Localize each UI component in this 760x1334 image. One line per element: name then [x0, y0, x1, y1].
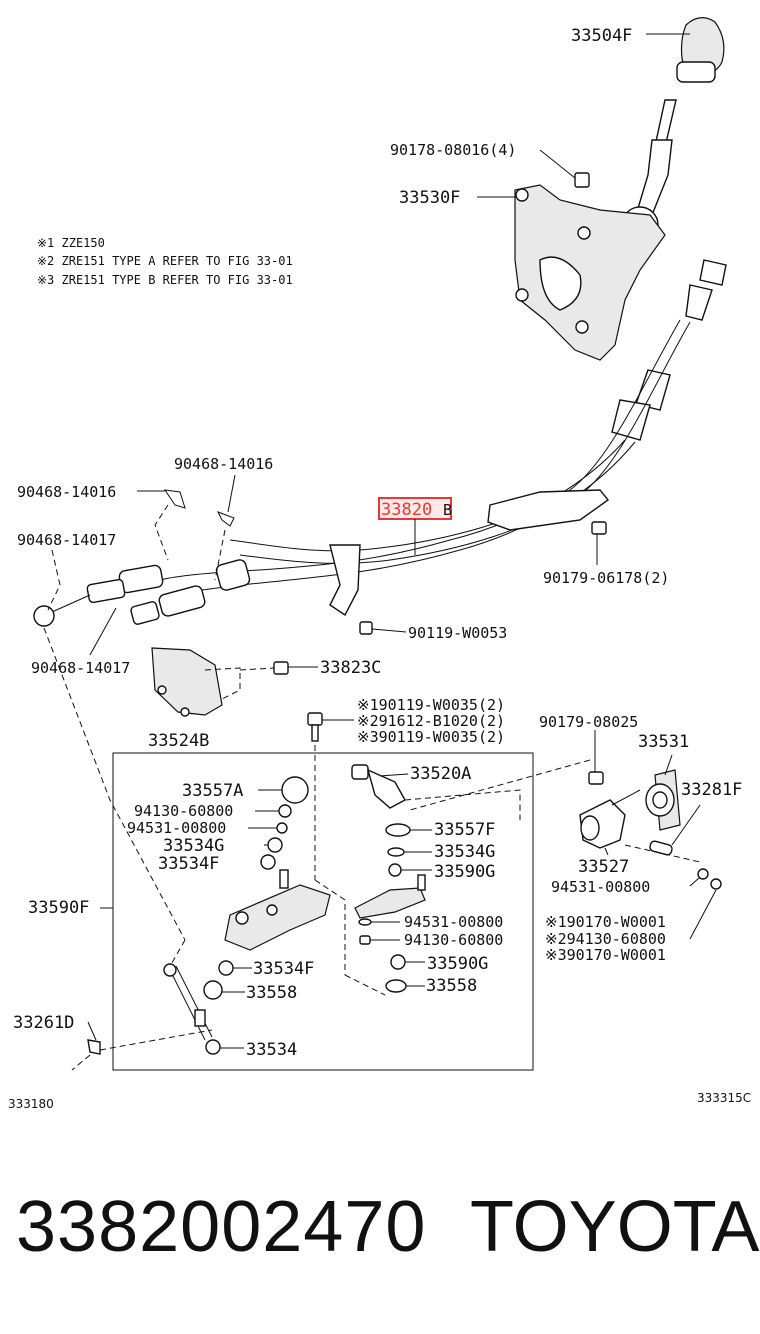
label-bush-558-right[interactable]: 33558: [426, 976, 477, 996]
brand-caption: TOYOTA: [470, 1187, 760, 1267]
label-var-6[interactable]: ※390170-W0001: [545, 946, 666, 964]
shift-bracket-part: [514, 184, 666, 361]
label-bush-590g-1[interactable]: 33590G: [434, 862, 495, 882]
label-bush-g-left[interactable]: 33534G: [163, 836, 224, 856]
label-bolt-c[interactable]: 33823C: [320, 658, 381, 678]
note-3: ※3 ZRE151 TYPE B REFER TO FIG 33-01: [37, 273, 293, 287]
clip-d-part: [71, 1021, 213, 1071]
lever-bracket-part: [645, 754, 681, 831]
label-cap-f[interactable]: 33557F: [434, 820, 495, 840]
select-lever-part: [224, 869, 331, 951]
label-ball-a-right[interactable]: 33520A: [410, 764, 471, 784]
ball-a-part: [281, 776, 309, 804]
cable-left-end-1: [33, 564, 164, 627]
label-bushing-f[interactable]: 33281F: [681, 780, 742, 800]
label-washer-c1[interactable]: 94531-00800: [404, 913, 503, 931]
label-clip-left-2[interactable]: 90468-14017: [17, 531, 116, 549]
cap-f-part: [385, 823, 411, 837]
label-assy[interactable]: 33590F: [28, 898, 89, 918]
label-bush-g-right[interactable]: 33534G: [434, 842, 495, 862]
assembly-box: [112, 752, 534, 1071]
bolt-top-part: [539, 149, 590, 188]
clip-left-part: [137, 489, 186, 509]
cable-left-end-2: [130, 559, 251, 625]
label-clip-d[interactable]: 33261D: [13, 1013, 74, 1033]
label-bush-534[interactable]: 33534: [246, 1040, 297, 1060]
bolt-variant-part: [307, 712, 354, 880]
label-bush-f-left[interactable]: 33534F: [158, 854, 219, 874]
cable-bracket-part: [329, 489, 610, 617]
label-nut-right[interactable]: 90179-06178(2): [543, 569, 669, 587]
label-var-1[interactable]: ※190119-W0035(2): [357, 696, 505, 714]
label-bell-crank[interactable]: 33527: [578, 857, 629, 877]
label-bush-f-lower[interactable]: 33534F: [253, 959, 314, 979]
label-bolt-top[interactable]: 90178-08016(4): [390, 141, 516, 159]
caption-bar: 3382002470 TOYOTA: [0, 1180, 760, 1280]
ball-a-right-part: [351, 764, 409, 809]
label-nut-upper-right[interactable]: 90179-08025: [539, 713, 638, 731]
nut-upper-right-part: [588, 730, 604, 785]
label-var-4[interactable]: ※190170-W0001: [545, 913, 666, 931]
label-var-2[interactable]: ※291612-B1020(2): [357, 712, 505, 730]
parts-diagram: 33504F 90178-08016(4) 33530F ※1 ZZE150 ※…: [8, 17, 751, 1111]
clip-upper-part: [216, 474, 236, 527]
fig-code-left: 333180: [8, 1097, 54, 1111]
bell-crank-part: [579, 789, 641, 856]
label-clip-left-1[interactable]: 90468-14016: [17, 483, 116, 501]
fig-code-right: 333315C: [697, 1091, 751, 1105]
label-washer-c2[interactable]: 94130-60800: [404, 931, 503, 949]
label-bush-558-left[interactable]: 33558: [246, 983, 297, 1003]
label-lever-bracket[interactable]: 33531: [638, 732, 689, 752]
label-bush-590g-2[interactable]: 33590G: [427, 954, 488, 974]
label-washer-right[interactable]: 94531-00800: [551, 878, 650, 896]
nut-right-part: [591, 521, 607, 565]
label-clip-upper[interactable]: 90468-14016: [174, 455, 273, 473]
note-1: ※1 ZZE150: [37, 236, 105, 250]
plate-right-part: [354, 874, 426, 919]
label-cable-suffix: B: [443, 501, 452, 519]
label-clip-left-3[interactable]: 90468-14017: [31, 659, 130, 677]
label-washer-2[interactable]: 94531-00800: [127, 819, 226, 837]
bolt-c-part: [239, 661, 318, 675]
label-bolt-mid[interactable]: 90119-W0053: [408, 624, 507, 642]
bolt-mid-part: [359, 621, 407, 635]
label-cable-highlight[interactable]: 33820: [381, 500, 432, 520]
label-retainer[interactable]: 33524B: [148, 731, 209, 751]
label-ball-a[interactable]: 33557A: [182, 781, 243, 801]
label-shift-knob[interactable]: 33504F: [571, 26, 632, 46]
label-var-5[interactable]: ※294130-60800: [545, 930, 666, 948]
label-washer-1[interactable]: 94130-60800: [134, 802, 233, 820]
retainer-part: [151, 647, 241, 717]
shift-knob-part: [646, 17, 725, 83]
part-number-caption: 3382002470: [16, 1187, 427, 1267]
note-2: ※2 ZRE151 TYPE A REFER TO FIG 33-01: [37, 254, 293, 268]
label-var-3[interactable]: ※390119-W0035(2): [357, 728, 505, 746]
label-bracket[interactable]: 33530F: [399, 188, 460, 208]
link-rod-part: [163, 963, 221, 1055]
